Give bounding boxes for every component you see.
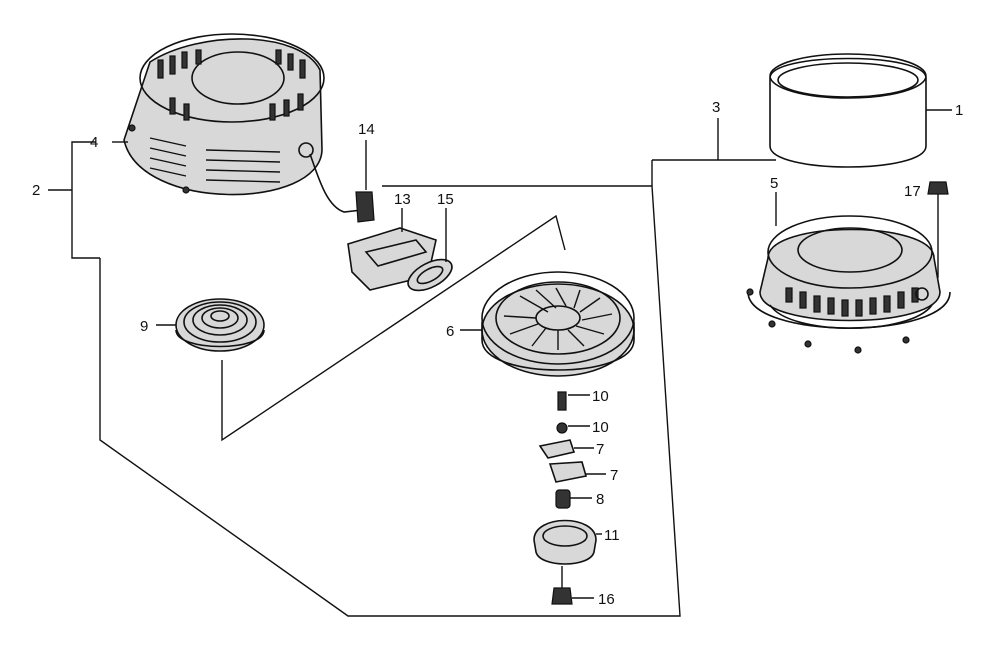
rope-guide-plate-15 — [407, 208, 453, 292]
friction-plate-11 — [533, 519, 602, 565]
callout-9: 9 — [140, 318, 148, 335]
callout-10-upper: 10 — [592, 388, 609, 405]
callout-8: 8 — [596, 491, 604, 508]
ratchet-7-lower — [548, 461, 606, 483]
bolt-17 — [927, 181, 949, 278]
callout-2: 2 — [32, 182, 40, 199]
callout-14: 14 — [358, 121, 375, 138]
outer-cover-ring — [769, 53, 952, 168]
callout-7-lower: 7 — [610, 467, 618, 484]
starter-case — [112, 33, 325, 196]
callout-17: 17 — [904, 183, 921, 200]
callout-4: 4 — [90, 134, 98, 151]
callout-10-lower: 10 — [592, 419, 609, 436]
starter-rope-14 — [309, 140, 375, 223]
spring-10-upper — [557, 391, 590, 411]
fan-cover — [746, 192, 951, 354]
callout-5: 5 — [770, 175, 778, 192]
ratchet-7-upper — [538, 439, 594, 459]
callout-11: 11 — [604, 527, 620, 544]
spring-10-lower — [556, 422, 590, 434]
callout-6: 6 — [446, 323, 454, 340]
spring-8 — [555, 489, 592, 509]
recoil-spring-9 — [156, 298, 265, 352]
callout-15: 15 — [437, 191, 454, 208]
callout-labels: 1 2 3 4 5 6 7 7 8 9 10 10 11 13 14 15 16… — [32, 99, 963, 608]
callout-7-upper: 7 — [596, 441, 604, 458]
assembly-bracket-lines — [48, 118, 776, 617]
callout-13: 13 — [394, 191, 411, 208]
setting-bolt-16 — [551, 566, 594, 605]
callout-16: 16 — [598, 591, 615, 608]
callout-3: 3 — [712, 99, 720, 116]
callout-1: 1 — [955, 102, 963, 119]
starter-reel-6 — [460, 271, 635, 377]
